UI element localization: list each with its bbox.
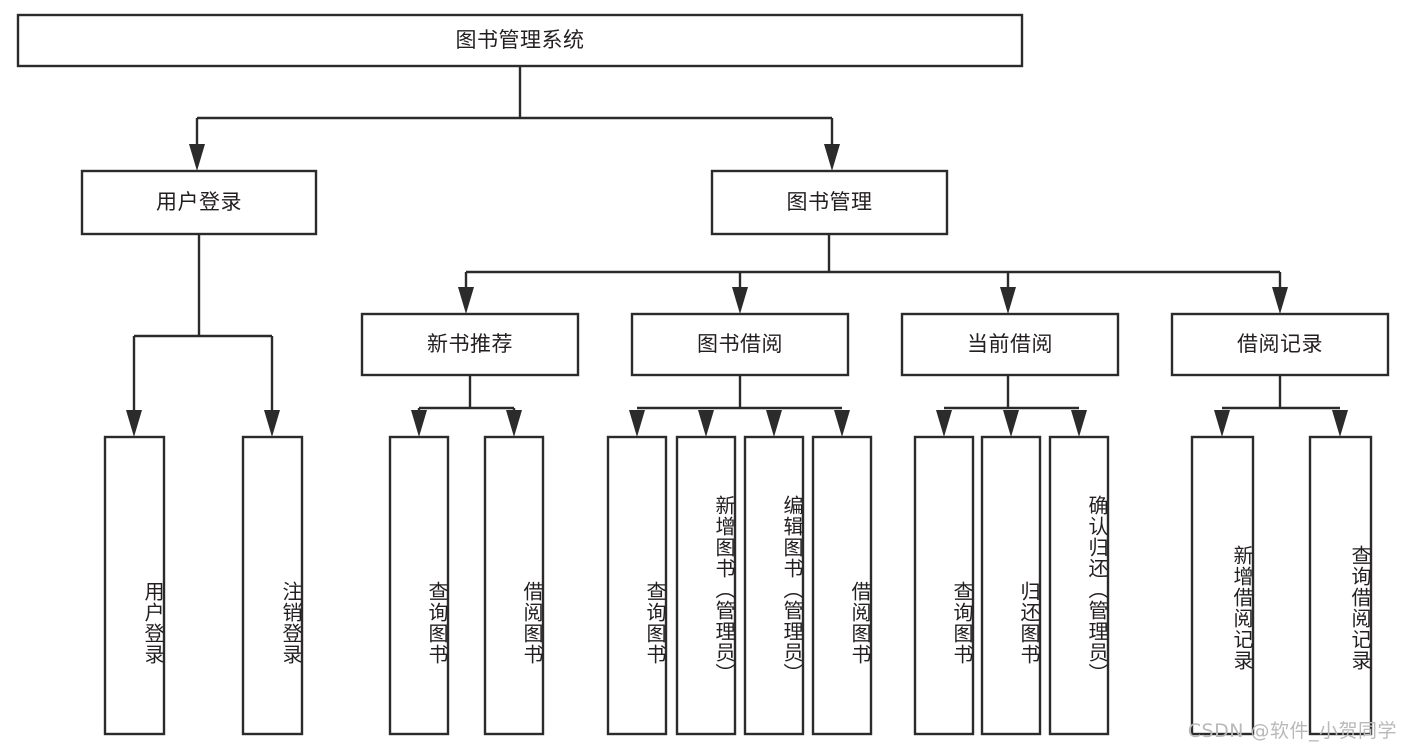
node-box-leaf-bb-add[interactable] bbox=[675, 435, 737, 736]
node-box-borrow-record[interactable] bbox=[1170, 312, 1390, 377]
connector-borrow-record-to-leaves bbox=[1214, 375, 1348, 437]
arrowhead-leaf-bb-edit bbox=[766, 410, 782, 437]
arrowhead-leaf-user-logout bbox=[264, 410, 280, 437]
arrowhead-leaf-rec-query bbox=[411, 410, 427, 437]
arrowhead-leaf-cb-return bbox=[1003, 410, 1019, 437]
arrowhead-leaf-cb-confirm bbox=[1071, 410, 1087, 437]
arrowhead-leaf-bb-borrow bbox=[834, 410, 850, 437]
node-box-leaf-rec-query[interactable] bbox=[388, 435, 450, 736]
arrowhead-leaf-br-query bbox=[1332, 410, 1348, 437]
node-box-leaf-rec-borrow[interactable] bbox=[483, 435, 545, 736]
node-box-leaf-user-login[interactable] bbox=[103, 435, 166, 736]
arrowhead-book-borrow bbox=[732, 287, 748, 314]
arrowhead-leaf-bb-query bbox=[629, 410, 645, 437]
arrowhead-leaf-bb-add bbox=[698, 410, 714, 437]
node-box-leaf-br-add[interactable] bbox=[1190, 435, 1255, 736]
node-box-current-borrow[interactable] bbox=[900, 312, 1120, 377]
arrowhead-leaf-rec-borrow bbox=[506, 410, 522, 437]
node-box-book-manage[interactable] bbox=[710, 169, 949, 236]
arrowhead-leaf-user-login bbox=[126, 410, 142, 437]
arrowhead-new-book-rec bbox=[458, 287, 474, 314]
arrowhead-leaf-br-add bbox=[1214, 410, 1230, 437]
connector-book-manage-to-level3 bbox=[458, 234, 1288, 314]
connector-new-book-rec-to-leaves bbox=[411, 375, 522, 437]
connector-root-to-level2 bbox=[189, 66, 840, 171]
node-box-leaf-br-query[interactable] bbox=[1308, 435, 1373, 736]
node-box-leaf-bb-borrow[interactable] bbox=[811, 435, 873, 736]
connector-current-borrow-to-leaves bbox=[936, 375, 1087, 437]
node-box-book-borrow[interactable] bbox=[630, 312, 850, 377]
arrowhead-current-borrow bbox=[1000, 287, 1016, 314]
arrowhead-borrow-record bbox=[1272, 287, 1288, 314]
arrowhead-book-manage bbox=[824, 144, 840, 171]
connector-user-login-to-leaves bbox=[126, 234, 280, 437]
node-box-leaf-user-logout[interactable] bbox=[241, 435, 304, 736]
node-box-leaf-cb-confirm[interactable] bbox=[1048, 435, 1110, 736]
connector-book-borrow-to-leaves bbox=[629, 375, 850, 437]
node-box-leaf-cb-return[interactable] bbox=[980, 435, 1042, 736]
arrowhead-user-login bbox=[189, 144, 205, 171]
node-box-leaf-bb-edit[interactable] bbox=[743, 435, 805, 736]
node-box-leaf-cb-query[interactable] bbox=[913, 435, 975, 736]
node-box-new-book-rec[interactable] bbox=[360, 312, 580, 377]
node-box-user-login[interactable] bbox=[80, 169, 318, 236]
arrowhead-leaf-cb-query bbox=[936, 410, 952, 437]
node-box-leaf-bb-query[interactable] bbox=[606, 435, 668, 736]
node-box-root[interactable] bbox=[16, 13, 1024, 68]
